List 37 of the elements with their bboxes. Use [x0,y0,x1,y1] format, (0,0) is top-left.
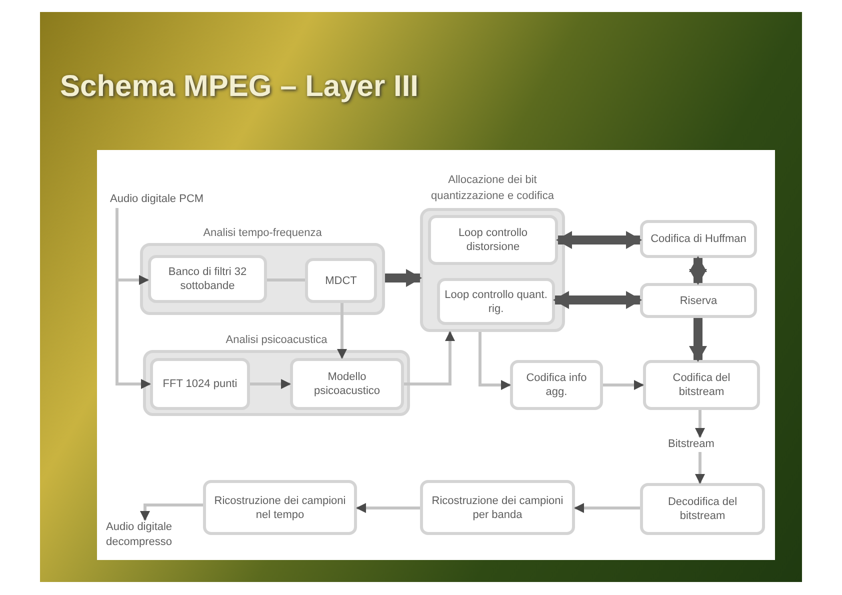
process-box: Codifica del bitstream [643,360,760,410]
process-box: MDCT [305,258,377,303]
thick-arrow [553,291,642,309]
connector [250,379,291,389]
process-box: Codifica info agg. [510,360,603,410]
io-label: Audio digitale PCM [110,192,260,208]
connector [603,380,644,390]
group-label: Allocazione dei bit quantizzazione e codifica [430,173,555,204]
process-box: Ricostruzione dei campioni per banda [420,480,575,535]
process-box: Loop controllo quant. rig. [437,278,555,325]
process-box: Riserva [640,283,757,318]
process-box: Banco di filtri 32 sottobande [148,255,267,303]
thick-arrow [556,231,642,249]
connector [404,331,455,386]
group-label: Analisi tempo-frequenza [202,226,323,241]
connector [140,504,203,521]
process-box: Loop controllo distorsione [428,215,558,265]
connector [695,452,705,484]
thick-arrow [385,269,422,287]
thick-arrow [689,256,707,285]
thick-arrow [689,318,707,362]
connector [356,503,420,513]
connector [267,278,305,282]
group-label: Analisi psicoacustica [224,333,328,348]
connector [116,208,151,389]
connector [574,503,640,513]
process-box: Modello psicoacustico [290,358,404,410]
io-label: Audio digitale decompresso [106,520,202,554]
connector [337,303,347,359]
connector [478,332,511,390]
process-box: Decodifica del bitstream [640,483,765,535]
process-box: Codifica di Huffman [640,220,757,258]
io-label: Bitstream [668,437,732,452]
connector [695,410,705,438]
slide-title: Schema MPEG – Layer III [60,69,418,105]
process-box: Ricostruzione dei campioni nel tempo [203,480,357,535]
process-box: FFT 1024 punti [150,358,250,410]
